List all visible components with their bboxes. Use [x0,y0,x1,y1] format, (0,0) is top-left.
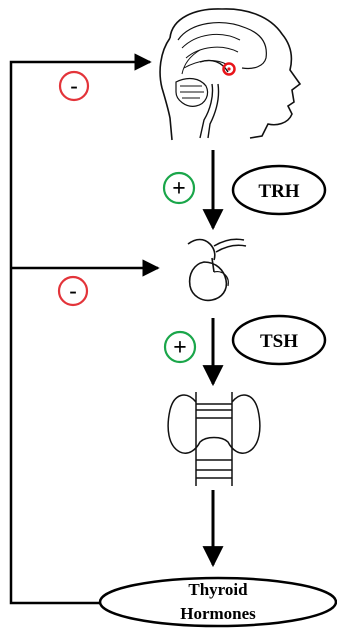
inhibit-sign-hypothalamus: - [58,70,90,102]
brain-sagittal-icon [159,8,302,141]
tsh-label: TSH [231,314,327,366]
stimulate-sign-tsh: + [163,330,197,364]
trh-label: TRH [231,164,327,216]
inhibit-sign-label: - [69,278,76,303]
inhibit-sign-label: - [70,73,77,98]
stimulate-sign-label: + [173,335,187,361]
pituitary-gland-icon [187,238,247,302]
stimulate-sign-label: + [172,176,186,202]
stimulate-sign-trh: + [162,171,196,205]
inhibit-sign-pituitary: - [57,275,89,307]
trh-text: TRH [258,181,299,202]
feedback-loop-line [9,53,152,605]
hypothalamus-marker [222,62,236,76]
thyroid-hormones-line2: Hormones [180,604,256,623]
thyroid-hormones-line1: Thyroid [188,580,248,599]
thyroid-hormones-label: Thyroid Hormones [98,576,337,628]
tsh-text: TSH [260,331,298,352]
feedback-loop [9,53,160,605]
thyroid-gland-icon [167,392,261,486]
